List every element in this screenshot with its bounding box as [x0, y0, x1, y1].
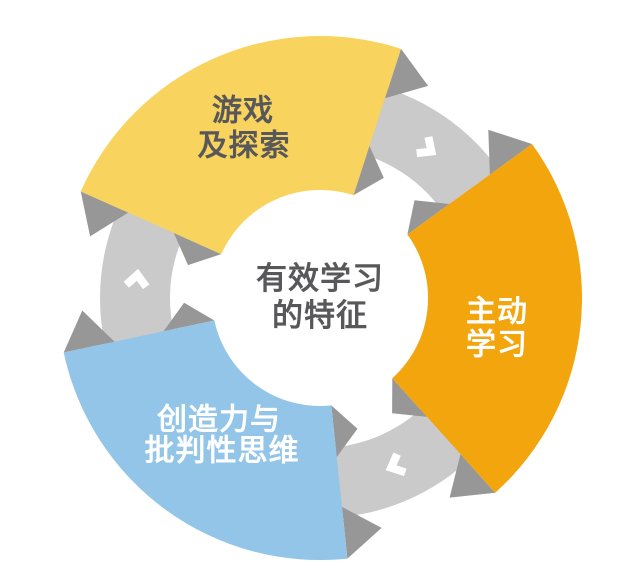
- center-title-line1: 有效学习: [256, 261, 384, 297]
- fold-bottom-right-head-outer: [449, 454, 496, 498]
- fold-left-head-inner: [163, 302, 215, 332]
- label-creativity-line2: 批判性思维: [145, 434, 300, 469]
- fold-bottom-right-tail-inner: [331, 405, 358, 458]
- segment-play-and-exploration: [80, 35, 401, 255]
- segment-active-learning: [392, 144, 583, 493]
- fold-top-right-head-outer: [384, 48, 429, 99]
- label-active-learning-line2: 学习: [466, 328, 528, 363]
- label-creativity-line1: 创造力与: [156, 403, 281, 438]
- fold-top-right-tail-inner: [407, 200, 450, 235]
- center-title-line2: 的特征: [272, 298, 368, 334]
- segment-creativity-and-critical-thinking: [63, 320, 348, 561]
- fold-left-head-outer: [63, 310, 115, 353]
- fold-top-right-head-inner: [353, 145, 384, 196]
- label-active-learning-line1: 主动: [466, 295, 528, 330]
- flow-arrow-left-icon: [123, 268, 150, 290]
- flow-arrow-bottom-right-icon: [385, 452, 407, 477]
- fold-left-tail-inner: [173, 232, 222, 266]
- fold-bottom-right-tail-outer: [342, 506, 382, 559]
- flow-arrow-top-right-icon: [416, 136, 437, 158]
- label-play-and-exploration-line2: 及探索: [198, 129, 291, 164]
- fold-left-tail-outer: [80, 191, 129, 237]
- fold-top-right-tail-outer: [488, 129, 532, 175]
- fold-bottom-right-head-inner: [392, 378, 428, 417]
- label-play-and-exploration-line1: 游戏: [212, 94, 274, 129]
